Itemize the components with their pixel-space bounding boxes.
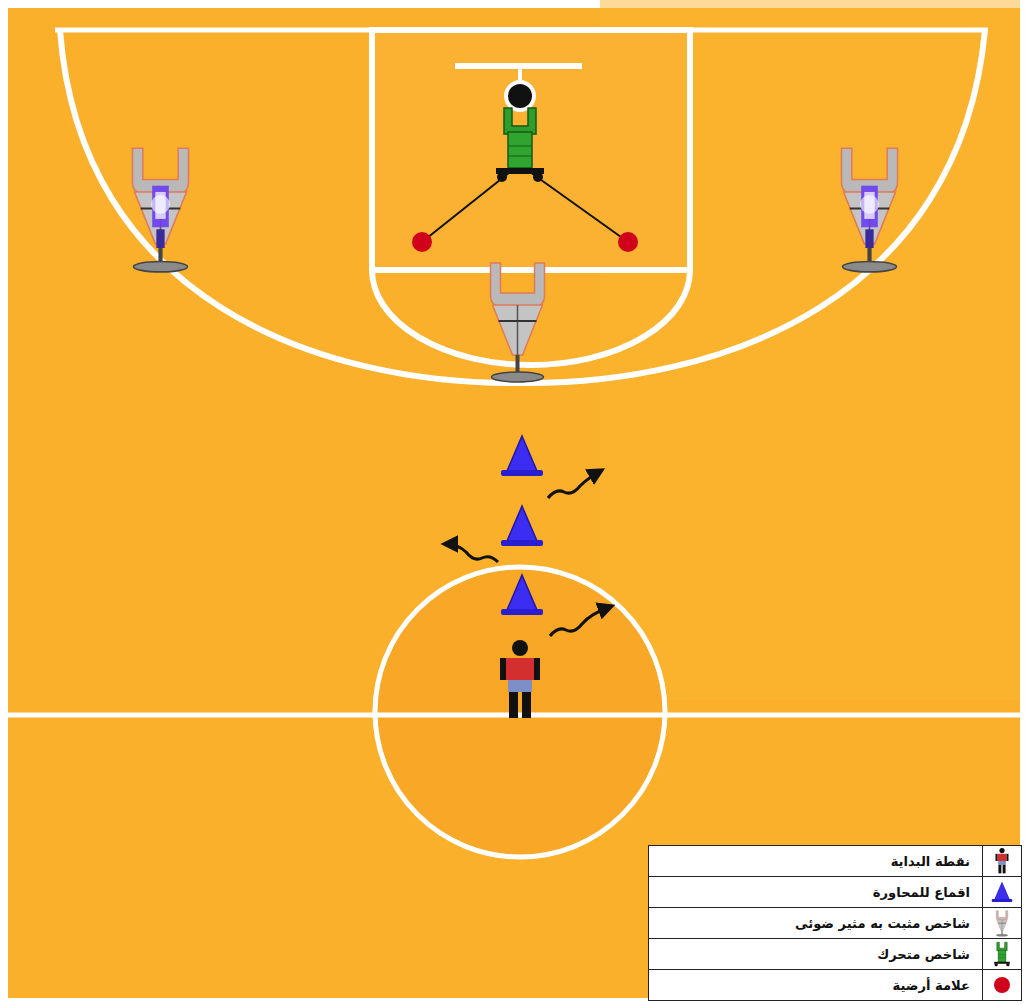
- legend-icon: [982, 877, 1021, 907]
- legend-symbol: [985, 908, 1019, 938]
- legend-row: شاخص متحرك: [649, 939, 1021, 970]
- legend-text: علامة أرضية: [649, 978, 982, 993]
- legend-text: شاخص متحرك: [649, 947, 982, 962]
- legend-icon: [982, 970, 1021, 1000]
- legend-text: اقماع للمحاورة: [649, 885, 982, 900]
- legend-symbol: [985, 877, 1019, 907]
- legend-icon: [982, 846, 1021, 876]
- legend-row: نقطة البداية: [649, 846, 1021, 877]
- legend-symbol: [985, 970, 1019, 1000]
- legend-text: شاخص مثبت به مثير ضوئى: [649, 916, 982, 931]
- legend-row: علامة أرضية: [649, 970, 1021, 1000]
- legend-table: نقطة البداية اقماع للمحاورة شاخص مثبت به م…: [648, 845, 1022, 1001]
- legend-icon: [982, 939, 1021, 969]
- legend-text: نقطة البداية: [649, 854, 982, 869]
- legend-row: شاخص مثبت به مثير ضوئى: [649, 908, 1021, 939]
- legend-row: اقماع للمحاورة: [649, 877, 1021, 908]
- legend-symbol: [985, 846, 1019, 876]
- legend-icon: [982, 908, 1021, 938]
- legend-symbol: [985, 939, 1019, 969]
